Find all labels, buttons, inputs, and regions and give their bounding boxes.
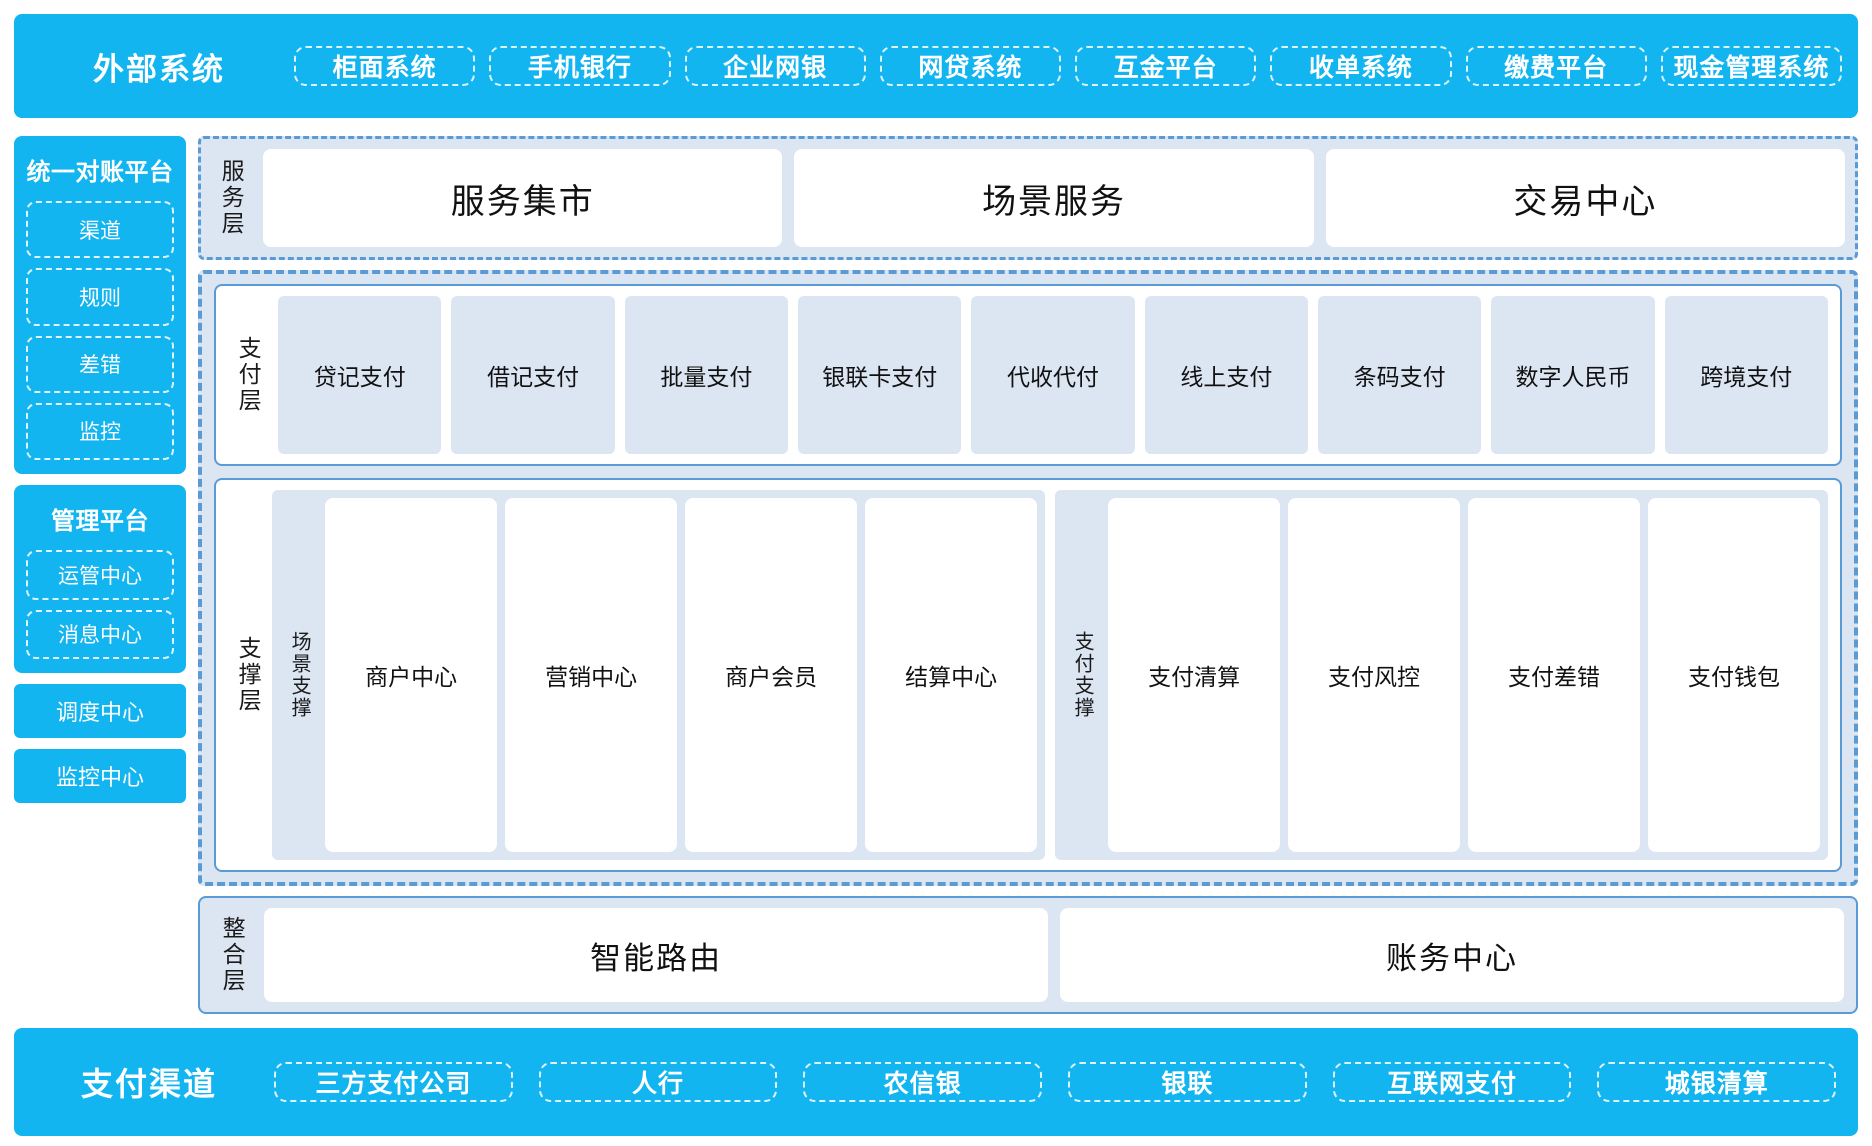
integration-layer-box: 整合层 智能路由 账务中心 — [198, 896, 1858, 1014]
sidebar-item-message-center[interactable]: 消息中心 — [26, 609, 174, 659]
management-platform-panel: 管理平台 运管中心 消息中心 — [14, 485, 186, 673]
support-card-merchant-member[interactable]: 商户会员 — [685, 498, 858, 852]
service-card-service-market[interactable]: 服务集市 — [263, 149, 783, 247]
payment-chip-online-payment[interactable]: 线上支付 — [1144, 296, 1309, 454]
payment-chip-digital-rmb[interactable]: 数字人民币 — [1491, 296, 1655, 454]
payment-chip-unionpay-card[interactable]: 银联卡支付 — [798, 296, 962, 454]
support-card-settlement-center[interactable]: 结算中心 — [865, 498, 1038, 852]
support-card-payment-error[interactable]: 支付差错 — [1468, 498, 1641, 852]
payment-chip-debit-payment[interactable]: 借记支付 — [451, 296, 615, 454]
support-card-marketing-center[interactable]: 营销中心 — [505, 498, 678, 852]
integration-card-smart-routing[interactable]: 智能路由 — [264, 908, 1049, 1002]
support-layer-label: 支撑层 — [235, 636, 262, 714]
support-layer-box: 支撑层 场景支撑 商户中心 营销中心 商户会员 结算中心 支付支撑 支付清算 — [214, 478, 1842, 872]
payment-support-label: 支付支撑 — [1071, 631, 1094, 719]
support-group-payment: 支付支撑 支付清算 支付风控 支付差错 支付钱包 — [1055, 490, 1829, 860]
external-systems-bar: 外部系统 柜面系统 手机银行 企业网银 网贷系统 互金平台 收单系统 缴费平台 … — [14, 14, 1858, 118]
left-sidebar: 统一对账平台 渠道 规则 差错 监控 管理平台 运管中心 消息中心 调度中心 监… — [14, 136, 186, 1014]
external-systems-title: 外部系统 — [93, 51, 225, 87]
external-system-chip-acquiring[interactable]: 收单系统 — [1270, 46, 1452, 86]
sidebar-item-monitor[interactable]: 监控 — [26, 402, 174, 460]
payment-channels-title: 支付渠道 — [80, 1066, 217, 1102]
service-card-scenario-service[interactable]: 场景服务 — [794, 149, 1314, 247]
support-card-payment-risk-control[interactable]: 支付风控 — [1288, 498, 1461, 852]
external-system-chip-internet-finance[interactable]: 互金平台 — [1075, 46, 1257, 86]
layers-content: 服务层 服务集市 场景服务 交易中心 支付层 贷记支付 借记支付 批量支付 银联… — [198, 136, 1858, 1014]
external-system-chip-cash-management[interactable]: 现金管理系统 — [1660, 46, 1842, 86]
sidebar-item-monitoring-center[interactable]: 监控中心 — [14, 749, 186, 803]
support-group-scenario: 场景支撑 商户中心 营销中心 商户会员 结算中心 — [272, 490, 1046, 860]
unified-reconciliation-platform-panel: 统一对账平台 渠道 规则 差错 监控 — [14, 136, 186, 474]
payment-channel-chip-pboc[interactable]: 人行 — [538, 1062, 778, 1102]
sidebar-item-rule[interactable]: 规则 — [26, 268, 174, 326]
service-layer-label: 服务层 — [218, 159, 245, 237]
service-card-transaction-center[interactable]: 交易中心 — [1325, 149, 1845, 247]
support-groups: 场景支撑 商户中心 营销中心 商户会员 结算中心 支付支撑 支付清算 支付风控 … — [272, 490, 1829, 860]
payment-layer-box: 支付层 贷记支付 借记支付 批量支付 银联卡支付 代收代付 线上支付 条码支付 … — [214, 284, 1842, 466]
sidebar-item-operation-center[interactable]: 运管中心 — [26, 550, 174, 600]
sidebar-item-error[interactable]: 差错 — [26, 335, 174, 393]
payment-channels-bar: 支付渠道 三方支付公司 人行 农信银 银联 互联网支付 城银清算 — [14, 1028, 1858, 1136]
external-system-chip-online-loan[interactable]: 网贷系统 — [879, 46, 1061, 86]
payment-channels-items: 三方支付公司 人行 农信银 银联 互联网支付 城银清算 — [274, 1062, 1837, 1102]
payment-layer-label: 支付层 — [235, 336, 262, 414]
payment-channel-chip-rcbank[interactable]: 农信银 — [803, 1062, 1043, 1102]
sidebar-item-channel[interactable]: 渠道 — [26, 201, 174, 259]
management-platform-title: 管理平台 — [51, 508, 149, 535]
payment-chip-batch-payment[interactable]: 批量支付 — [624, 296, 789, 454]
middle-region: 统一对账平台 渠道 规则 差错 监控 管理平台 运管中心 消息中心 调度中心 监… — [14, 136, 1858, 1014]
service-layer-band: 服务层 服务集市 场景服务 交易中心 — [198, 136, 1858, 260]
external-system-chip-corporate-bank[interactable]: 企业网银 — [684, 46, 866, 86]
payment-channel-chip-internet-payment[interactable]: 互联网支付 — [1332, 1062, 1572, 1102]
external-systems-items: 柜面系统 手机银行 企业网银 网贷系统 互金平台 收单系统 缴费平台 现金管理系… — [294, 46, 1842, 86]
external-system-chip-bill-payment[interactable]: 缴费平台 — [1465, 46, 1647, 86]
scenario-support-label: 场景支撑 — [288, 631, 311, 719]
external-system-chip-counter[interactable]: 柜面系统 — [294, 46, 476, 86]
integration-card-accounting-center[interactable]: 账务中心 — [1060, 908, 1845, 1002]
payment-chip-barcode-payment[interactable]: 条码支付 — [1318, 296, 1482, 454]
payment-chip-cross-border[interactable]: 跨境支付 — [1664, 296, 1828, 454]
integration-layer-label: 整合层 — [219, 916, 246, 994]
support-card-payment-wallet[interactable]: 支付钱包 — [1648, 498, 1821, 852]
sidebar-item-scheduling-center[interactable]: 调度中心 — [14, 684, 186, 738]
payment-channel-chip-city-bank-clearing[interactable]: 城银清算 — [1597, 1062, 1837, 1102]
payment-chip-collection-payment[interactable]: 代收代付 — [971, 296, 1135, 454]
payment-channel-chip-unionpay[interactable]: 银联 — [1068, 1062, 1307, 1102]
core-layers-wrapper: 支付层 贷记支付 借记支付 批量支付 银联卡支付 代收代付 线上支付 条码支付 … — [198, 270, 1858, 886]
support-card-merchant-center[interactable]: 商户中心 — [325, 498, 498, 852]
reconciliation-platform-title: 统一对账平台 — [26, 159, 174, 186]
support-card-payment-clearing[interactable]: 支付清算 — [1108, 498, 1281, 852]
external-system-chip-mobile-bank[interactable]: 手机银行 — [489, 46, 671, 86]
payment-chip-credit-payment[interactable]: 贷记支付 — [278, 296, 442, 454]
payment-channel-chip-third-party[interactable]: 三方支付公司 — [274, 1062, 513, 1102]
